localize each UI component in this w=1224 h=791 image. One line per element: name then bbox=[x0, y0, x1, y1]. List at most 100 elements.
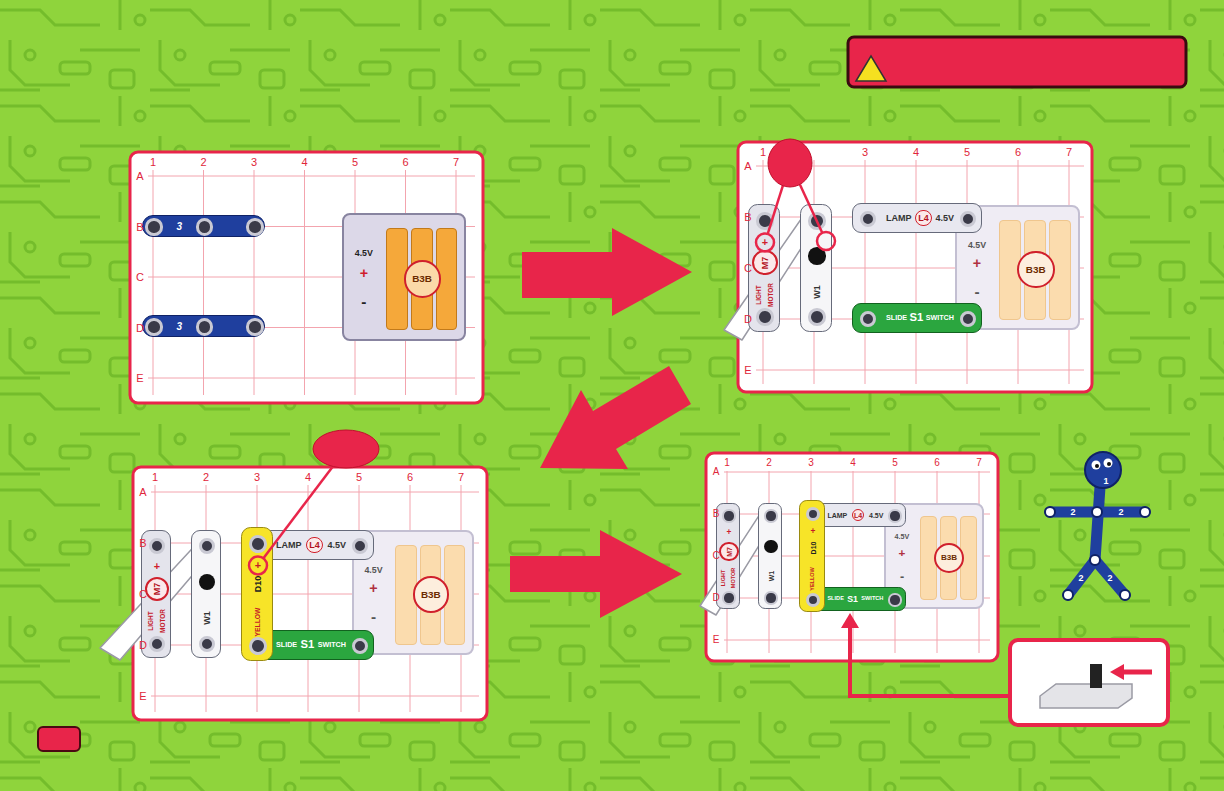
grid-coordinate: 1 bbox=[760, 147, 766, 158]
part-label: - bbox=[900, 571, 904, 584]
bat-part: 4.5V+-B3B bbox=[342, 213, 466, 341]
snap bbox=[196, 218, 213, 235]
grid-coordinate: D bbox=[139, 640, 147, 651]
switch-inset bbox=[1010, 640, 1168, 725]
part-label: L4 bbox=[915, 210, 931, 226]
grid-line bbox=[203, 170, 204, 395]
snappy-snap bbox=[1063, 590, 1073, 600]
snap bbox=[756, 308, 774, 326]
instruction-panel bbox=[133, 467, 487, 720]
grid-line bbox=[153, 170, 154, 395]
part-label: LIGHT bbox=[148, 611, 154, 630]
grid-coordinate: 6 bbox=[1015, 147, 1021, 158]
part-label: SLIDE bbox=[827, 596, 843, 602]
d10-part: +D10YELLOW bbox=[799, 500, 825, 612]
grid-coordinate: C bbox=[139, 589, 147, 600]
part-label: - bbox=[974, 284, 979, 299]
part-label: B3B bbox=[1026, 265, 1046, 275]
snappy-snap bbox=[1120, 590, 1130, 600]
snappy-number: 2 bbox=[1107, 574, 1112, 583]
snap bbox=[352, 638, 369, 655]
motor-hub bbox=[764, 540, 777, 553]
snappy-snap bbox=[1045, 507, 1055, 517]
snappy-number: 2 bbox=[1078, 574, 1083, 583]
snappy-number: 1 bbox=[1103, 477, 1108, 486]
part-label: M7 bbox=[761, 256, 770, 269]
instruction-panel bbox=[738, 142, 1092, 392]
snap bbox=[960, 311, 977, 328]
snap bbox=[756, 212, 774, 230]
d10-part: +D10YELLOW bbox=[241, 527, 273, 661]
m7-part: +M7LIGHTMOTOR bbox=[748, 204, 780, 332]
part-label: 4.5V bbox=[869, 512, 883, 519]
grid-coordinate: 6 bbox=[407, 472, 413, 483]
w1-part: W1 bbox=[800, 204, 832, 332]
part-label: S1 bbox=[301, 639, 315, 650]
grid-coordinate: 3 bbox=[808, 458, 814, 468]
grid-coordinate: E bbox=[139, 691, 146, 702]
part-label: W1 bbox=[768, 571, 775, 582]
snap bbox=[196, 318, 213, 335]
page-number-tab bbox=[38, 727, 80, 751]
grid-coordinate: E bbox=[744, 365, 751, 376]
snappy-eye bbox=[1092, 461, 1101, 470]
snap bbox=[860, 211, 877, 228]
grid-coordinate: 5 bbox=[352, 157, 358, 168]
part-label: + bbox=[255, 560, 261, 571]
part-label: M7 bbox=[153, 582, 162, 595]
grid-coordinate: 2 bbox=[203, 472, 209, 483]
part-label: D10 bbox=[810, 542, 817, 555]
motor-hub bbox=[808, 247, 826, 265]
callout-ring bbox=[756, 233, 774, 251]
part-label: SWITCH bbox=[861, 596, 883, 602]
w1-part: W1 bbox=[758, 503, 782, 609]
part-label: + bbox=[973, 256, 981, 270]
instruction-panel bbox=[130, 152, 483, 403]
snap bbox=[888, 593, 901, 606]
snap bbox=[888, 509, 901, 522]
grid-line bbox=[916, 160, 917, 384]
grid-coordinate: A bbox=[713, 467, 720, 477]
grid-coordinate: B bbox=[136, 221, 143, 232]
snappy-figure bbox=[1045, 452, 1150, 600]
part-label: MOTOR bbox=[160, 609, 166, 633]
snappy-leg bbox=[1095, 560, 1125, 595]
part-label: L4 bbox=[306, 537, 322, 553]
snap bbox=[960, 211, 977, 228]
part-label: LAMP bbox=[886, 214, 912, 223]
grid-line bbox=[724, 472, 990, 473]
part-label: L4 bbox=[852, 509, 865, 522]
panel-group bbox=[130, 142, 1092, 720]
grid-line bbox=[308, 485, 309, 712]
grid-line bbox=[151, 492, 479, 493]
grid-coordinate: 3 bbox=[862, 147, 868, 158]
grid-coordinate: A bbox=[139, 487, 146, 498]
grid-line bbox=[151, 696, 479, 697]
motor-hub bbox=[199, 574, 216, 591]
snap bbox=[764, 591, 777, 604]
part-label: D10 bbox=[254, 576, 263, 593]
snappy-number: 2 bbox=[1118, 508, 1123, 517]
part-label: S1 bbox=[910, 312, 924, 323]
part-label: + bbox=[727, 528, 732, 536]
callout-ring bbox=[817, 232, 835, 250]
part-label: MOTOR bbox=[768, 283, 774, 307]
snap bbox=[806, 593, 820, 607]
step-arrow bbox=[540, 366, 691, 469]
grid-coordinate: 7 bbox=[976, 458, 982, 468]
snap bbox=[145, 318, 162, 335]
snap bbox=[808, 308, 826, 326]
part-label: SLIDE bbox=[276, 641, 297, 648]
grid-coordinate: 1 bbox=[150, 157, 156, 168]
part-label: LAMP bbox=[276, 541, 302, 550]
warning-banner bbox=[848, 37, 1186, 87]
grid-coordinate: 5 bbox=[892, 458, 898, 468]
snappy-head bbox=[1085, 452, 1121, 488]
grid-coordinate: 1 bbox=[724, 458, 730, 468]
wire-part: 3 bbox=[142, 315, 265, 337]
push-arrow-head bbox=[1110, 664, 1124, 680]
part-label: LIGHT bbox=[755, 285, 761, 304]
